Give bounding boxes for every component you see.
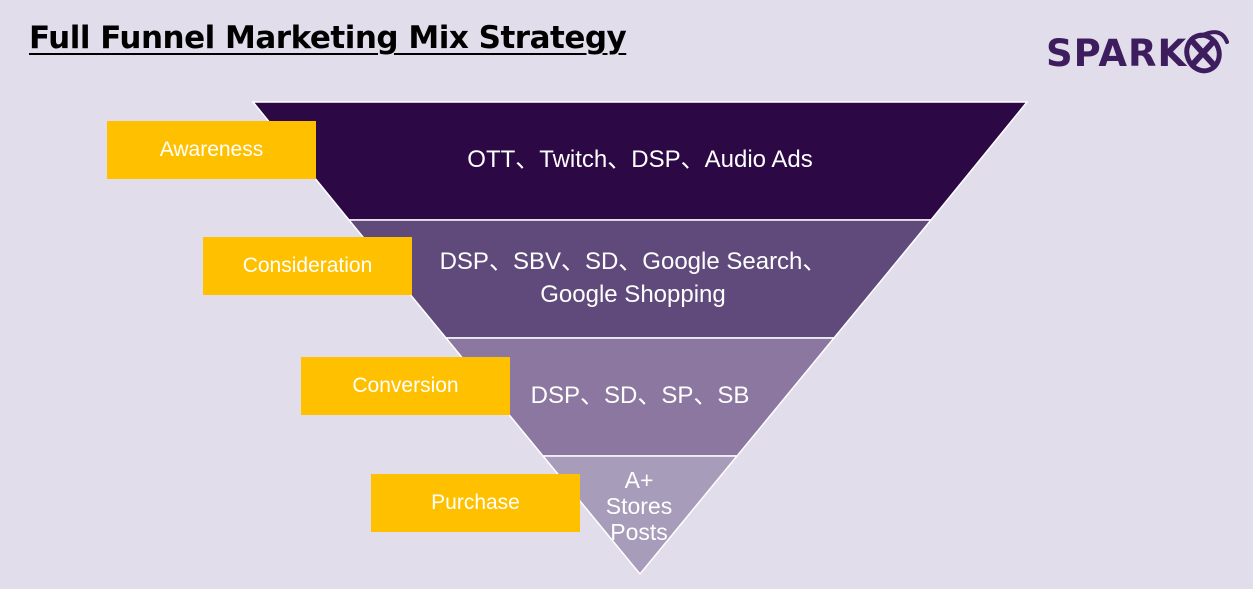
page-title: Full Funnel Marketing Mix Strategy (29, 20, 627, 56)
funnel-layer-purchase (541, 455, 739, 576)
channel-line: Google Shopping (540, 281, 726, 308)
stage-label-purchase: Purchase (371, 474, 580, 532)
x-swoosh-icon (1184, 30, 1230, 74)
stage-label-consideration: Consideration (203, 237, 412, 295)
purchase-channels: A+ Stores Posts (579, 467, 699, 545)
spark-logo: SPARK (1046, 28, 1230, 78)
channel-line: DSP、SBV、SD、Google Search、 (439, 248, 827, 275)
conversion-channels: DSP、SD、SP、SB (440, 379, 840, 412)
channel-line: DSP、SD、SP、SB (530, 382, 750, 409)
stage-label-conversion: Conversion (301, 357, 510, 415)
consideration-channels: DSP、SBV、SD、Google Search、 Google Shoppin… (333, 245, 933, 311)
awareness-channels: OTT、Twitch、DSP、Audio Ads (340, 143, 940, 176)
channel-line: Posts (610, 519, 668, 545)
logo-text: SPARK (1046, 31, 1188, 75)
channel-line: Stores (605, 493, 673, 519)
channel-line: A+ (624, 467, 654, 493)
stage-label-awareness: Awareness (107, 121, 316, 179)
channel-line: OTT、Twitch、DSP、Audio Ads (467, 146, 813, 173)
